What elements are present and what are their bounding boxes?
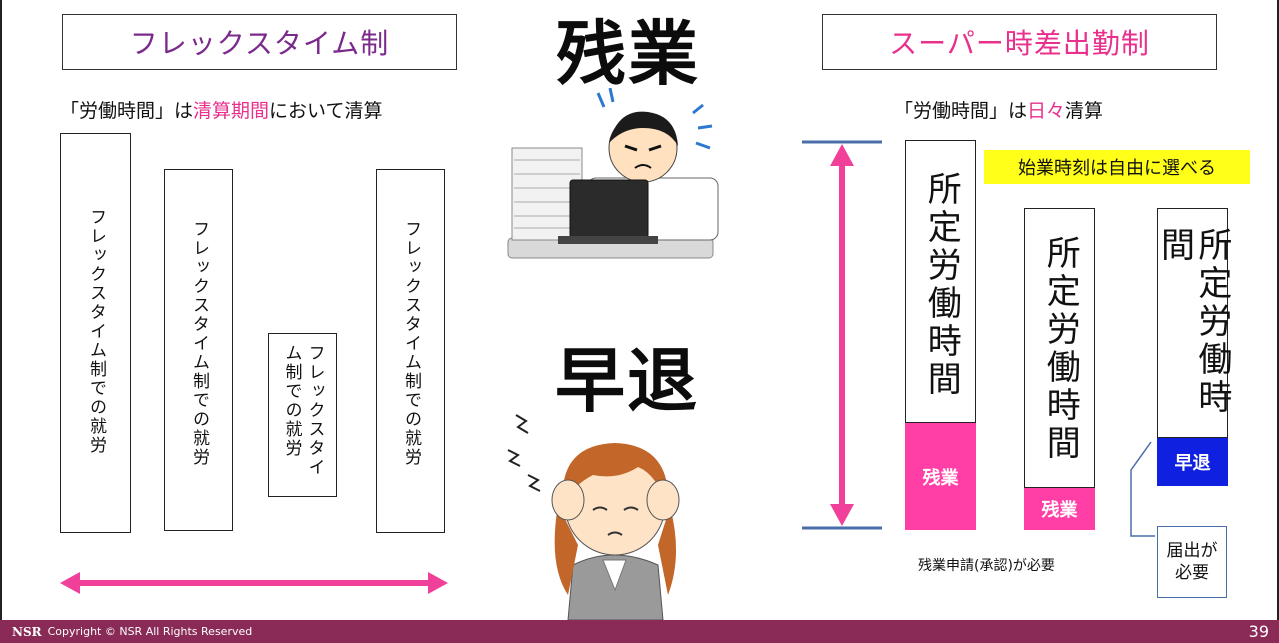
flextime-work-label-3: フレックスタイム制での就労 [281,344,325,477]
flextime-work-label-1: フレックスタイム制での就労 [85,208,106,455]
flextime-work-bar-1: フレックスタイム制での就労 [60,133,131,533]
standard-hours-range-arrow [802,140,882,530]
flextime-work-bar-3: フレックスタイム制での就労 [268,333,337,497]
staggered-subtitle: 「労働時間」は日々清算 [894,96,1103,123]
flextime-work-bar-4: フレックスタイム制での就労 [376,169,445,533]
staggered-title-box: スーパー時差出勤制 [822,14,1217,70]
flextime-work-label-2: フレックスタイム制での就労 [188,220,209,467]
overtime-label-1: 残業 [922,467,959,489]
overtime-worker-illustration [507,88,719,259]
flextime-subtitle: 「労働時間」は清算期間において清算 [60,96,382,123]
flextime-title-box: フレックスタイム制 [62,14,457,70]
settlement-period-arrow [60,572,448,594]
flextime-subtitle-part1: 「労働時間」は [60,100,194,122]
daily-text: 日々 [1027,100,1066,122]
overtime-heading: 残業 [556,13,700,95]
flextime-subtitle-part3: において清算 [269,100,383,122]
overtime-block-1: 残業 [905,423,976,530]
overtime-approval-note: 残業申請(承認)が必要 [918,558,1055,574]
early-leave-block: 早退 [1157,438,1228,486]
standard-hours-label-1: 所定労働時間 [921,171,962,399]
standard-hours-label-2: 所定労働時間 [1040,235,1081,463]
notice-required-line1: 届出が [1166,540,1218,561]
notice-required-line2: 必要 [1175,563,1209,583]
flextime-work-label-4: フレックスタイム制での就労 [400,220,421,467]
overtime-block-2: 残業 [1024,488,1095,530]
notice-required-box: 届出が 必要 [1157,526,1227,598]
slide-frame-right [1277,0,1279,620]
flextime-work-bar-2: フレックスタイム制での就労 [164,169,233,531]
flextime-title: フレックスタイム制 [129,27,390,60]
footer-bar: NSR Copyright © NSR All Rights Reserved … [0,620,1279,643]
nsr-logo: NSR [12,624,42,639]
staggered-subtitle-part3: 清算 [1065,100,1104,122]
early-leave-worker-illustration [507,414,680,620]
staggered-subtitle-part1: 「労働時間」は [894,100,1028,122]
notice-connector-line [1130,441,1155,537]
staggered-title: スーパー時差出勤制 [889,27,1150,60]
page-number: 39 [1248,622,1269,641]
standard-hours-label-3: 所定労働時間 [1154,227,1232,417]
start-time-note-text: 始業時刻は自由に選べる [1018,158,1216,179]
standard-hours-bar-3: 所定労働時間 [1154,208,1232,438]
standard-hours-bar-1: 所定労働時間 [905,140,976,423]
copyright-text: Copyright © NSR All Rights Reserved [47,625,253,638]
slide-frame-left [0,0,2,620]
early-leave-label: 早退 [1174,453,1211,474]
settlement-period-text: 清算期間 [193,100,270,122]
overtime-label-2: 残業 [1041,500,1078,521]
early-leave-heading: 早退 [555,340,699,422]
standard-hours-bar-2: 所定労働時間 [1024,208,1095,488]
start-time-note: 始業時刻は自由に選べる [984,150,1250,184]
